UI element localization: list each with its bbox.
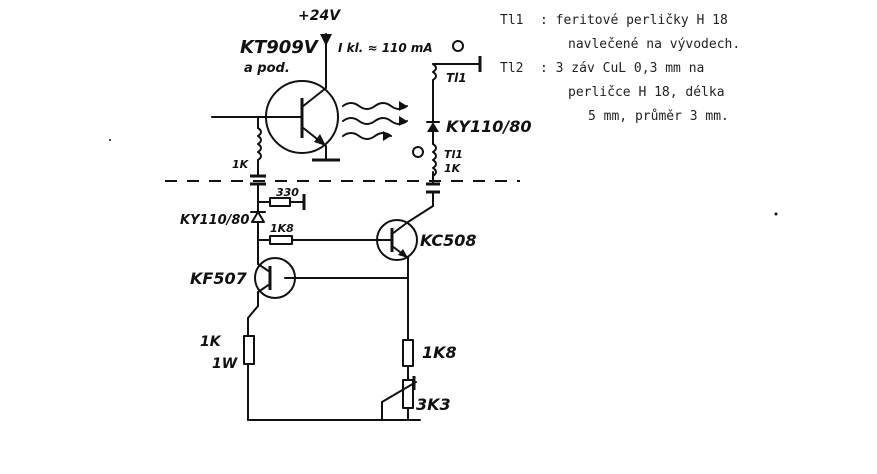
note-line1-text: : feritové perličky H 18 bbox=[540, 13, 728, 28]
label-tl1-right: Tl1 bbox=[444, 148, 463, 161]
label-pot: 3K3 bbox=[416, 395, 451, 414]
left-chain bbox=[250, 116, 266, 203]
right-chain bbox=[407, 56, 482, 223]
label-r1k-left: 1K bbox=[232, 158, 250, 171]
label-t1-note: a pod. bbox=[244, 61, 290, 76]
supply-line bbox=[320, 33, 332, 89]
resistor-1k8-mid bbox=[257, 235, 383, 245]
note-line5-text: 5 mm, průměr 3 mm. bbox=[588, 109, 729, 124]
label-r330: 330 bbox=[276, 186, 299, 199]
label-r1k8-low: 1K8 bbox=[422, 343, 457, 362]
note-line3-text: : 3 záv CuL 0,3 mm na bbox=[540, 61, 704, 76]
label-t2-part: KC508 bbox=[420, 231, 477, 250]
speck-1 bbox=[109, 139, 111, 141]
label-r1k8-mid: 1K8 bbox=[270, 222, 294, 235]
label-r1k-right: 1K bbox=[444, 162, 462, 175]
terminal-mid-right bbox=[412, 146, 424, 158]
note-line4-text: perličce H 18, délka bbox=[568, 85, 725, 100]
note-line2-text: navlečené na vývodech. bbox=[568, 37, 740, 52]
note-line3-label: Tl2 bbox=[500, 61, 523, 76]
power-transistor-kt909v bbox=[265, 80, 339, 154]
label-r1k-1w-b: 1W bbox=[212, 356, 238, 372]
label-supply: +24V bbox=[298, 8, 341, 24]
label-diode-right: KY110/80 bbox=[446, 117, 532, 136]
note-line1-label: Tl1 bbox=[500, 13, 523, 28]
label-current: I kl. ≈ 110 mA bbox=[338, 41, 433, 55]
diode-left bbox=[250, 201, 266, 241]
resistor-330 bbox=[257, 194, 306, 210]
potentiometer-3k3 bbox=[381, 376, 417, 421]
transistor-kc508 bbox=[376, 219, 418, 261]
label-diode-left: KY110/80 bbox=[180, 213, 249, 228]
resistor-1k8-low bbox=[402, 339, 414, 381]
emitter-ground bbox=[312, 145, 340, 162]
label-tl1-top: Tl1 bbox=[446, 71, 467, 85]
label-r1k-1w-a: 1K bbox=[200, 334, 222, 350]
label-t3-part: KF507 bbox=[190, 269, 248, 288]
transistor-kf507 bbox=[254, 239, 409, 299]
resistor-1k-1w bbox=[243, 291, 259, 421]
label-t1-part: KT909V bbox=[240, 37, 320, 58]
terminal-top-right bbox=[452, 40, 464, 52]
speck-2 bbox=[774, 212, 778, 216]
component-notes: Tl1 : feritové perličky H 18 navlečené n… bbox=[500, 13, 740, 124]
rf-radiation-arrows bbox=[342, 101, 408, 141]
